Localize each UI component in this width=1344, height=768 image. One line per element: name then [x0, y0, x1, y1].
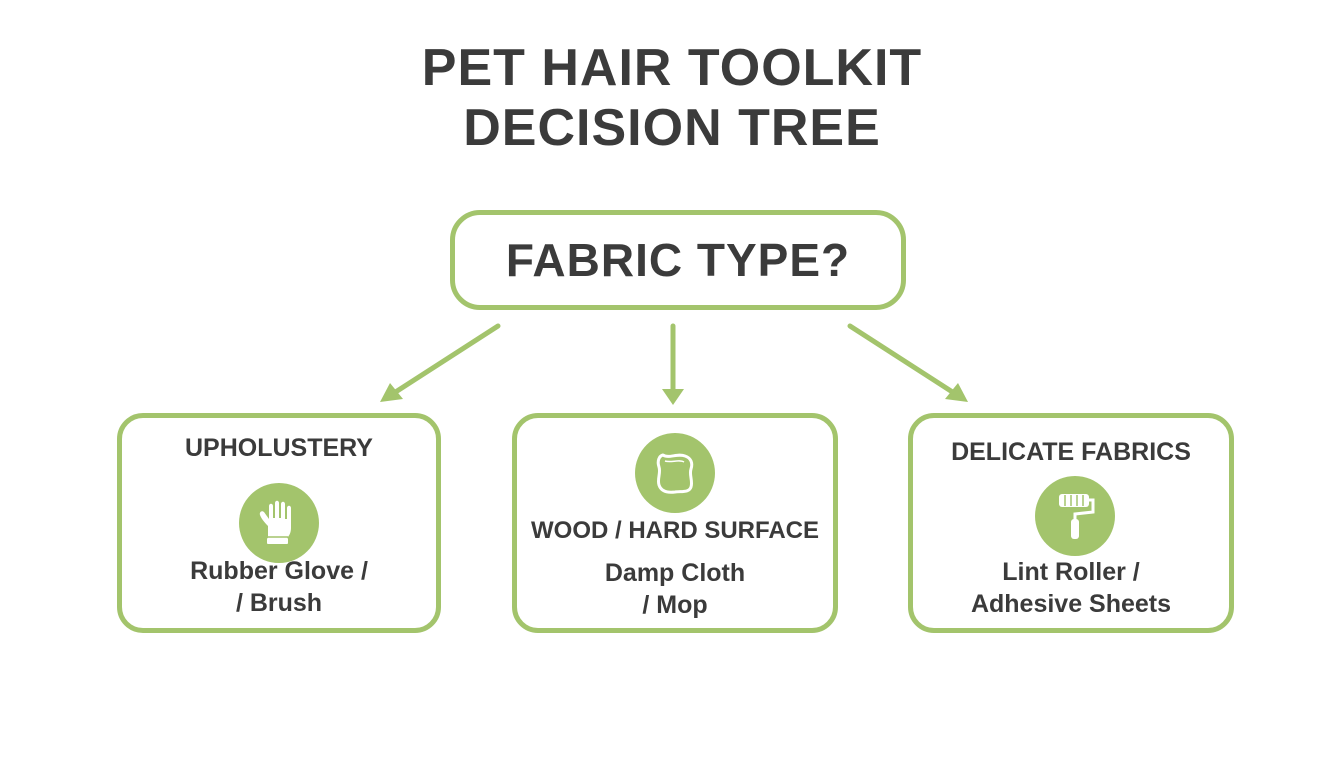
branch-tool-label: Damp Cloth / Mop: [517, 557, 833, 621]
tool-label-line-1: Lint Roller /: [1002, 558, 1140, 586]
arrowhead-upholstery: [380, 383, 403, 402]
tool-label-line-1: Rubber Glove /: [190, 557, 368, 585]
branch-heading: UPHOLUSTERY: [185, 434, 373, 462]
page-title: PET HAIR TOOLKIT DECISION TREE: [0, 38, 1344, 158]
branch-tool-label: Lint Roller / Adhesive Sheets: [913, 556, 1229, 620]
arrowhead-delicate: [945, 383, 968, 402]
arrow-to-upholstery: [391, 323, 501, 396]
tool-label-line-2: / Mop: [642, 591, 708, 619]
glove-icon: [239, 483, 319, 563]
root-node-label: FABRIC TYPE?: [505, 234, 851, 286]
branch-delicate-fabrics: DELICATE FABRICS Lint Roller / Adhesive …: [908, 413, 1234, 633]
lint-roller-icon: [1035, 476, 1115, 556]
root-node-fabric-type: FABRIC TYPE?: [450, 210, 906, 310]
branch-upholstery: UPHOLUSTERY Rubber Glove / / Brush: [117, 413, 441, 633]
cloth-icon: [635, 433, 715, 513]
title-line-2: DECISION TREE: [463, 99, 881, 157]
branch-heading: WOOD / HARD SURFACE: [531, 517, 819, 544]
arrowhead-wood: [662, 389, 684, 405]
tool-label-line-2: Adhesive Sheets: [970, 590, 1172, 618]
tool-label-line-2: / Brush: [235, 589, 323, 617]
tool-label-line-1: Damp Cloth: [604, 559, 746, 587]
branch-heading: DELICATE FABRICS: [951, 438, 1191, 466]
arrow-to-delicate: [847, 323, 957, 396]
branch-tool-label: Rubber Glove / / Brush: [122, 555, 436, 619]
title-line-1: PET HAIR TOOLKIT: [421, 39, 923, 97]
branch-wood-hard-surface: WOOD / HARD SURFACE Damp Cloth / Mop: [512, 413, 838, 633]
